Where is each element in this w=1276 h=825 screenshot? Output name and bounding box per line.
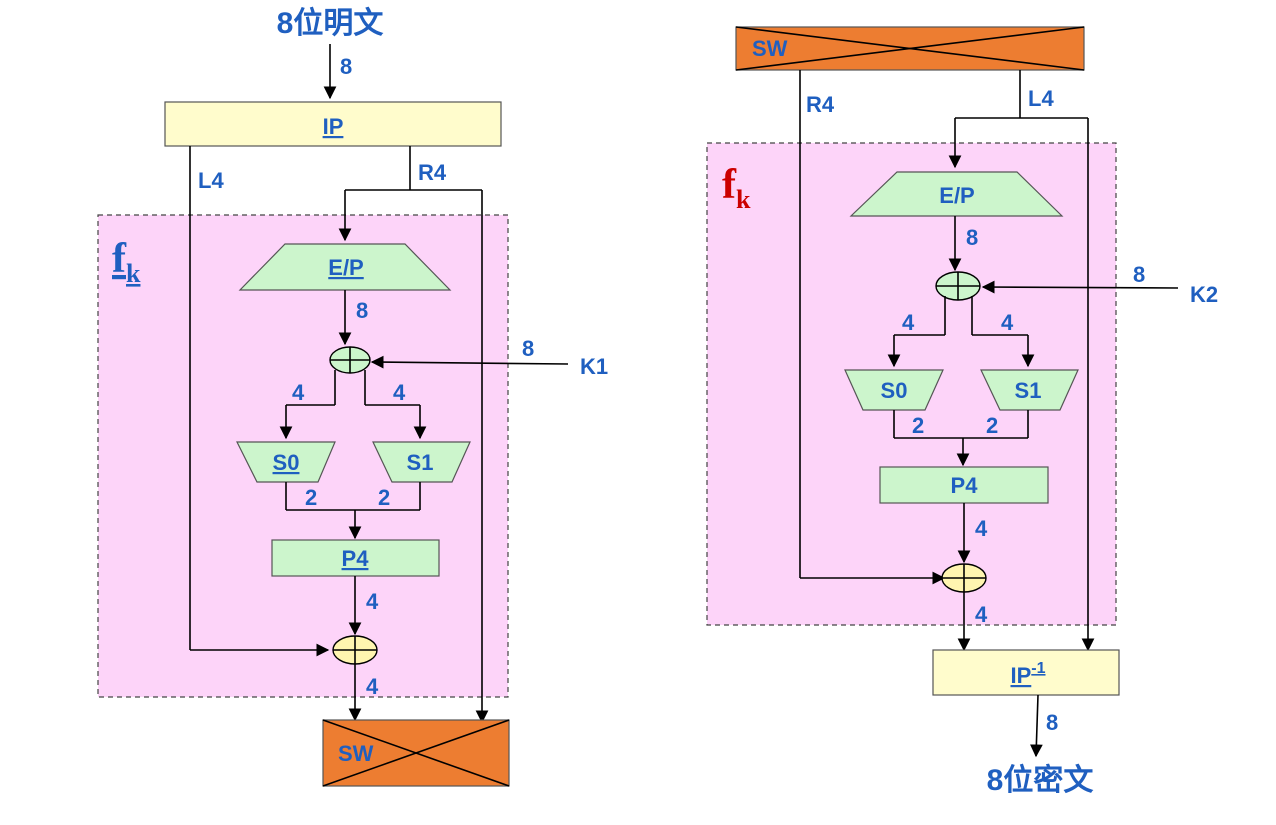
xor-key-right: [935, 271, 981, 301]
r4-label: R4: [418, 160, 447, 185]
fk-label: fk: [112, 236, 141, 288]
left-round-diagram: 8位明文 8 IP L4 R4 fk E/P 8 8 K1: [97, 6, 608, 787]
sw-box-left: [322, 719, 510, 787]
s0-box-right: [844, 369, 944, 411]
p4-box: [271, 539, 440, 577]
sw-label-right: SW: [752, 36, 788, 61]
s0-label: S0: [273, 450, 300, 475]
key-bits-label-right: 8: [1133, 262, 1145, 287]
s1-box: [372, 441, 471, 483]
fk-label-right: fk: [722, 162, 751, 214]
xor-r4-right: [941, 563, 987, 593]
l4-label-right: L4: [1028, 86, 1054, 111]
xor-out-bits-label-right: 4: [975, 602, 988, 627]
ciphertext-label: 8位密文: [987, 763, 1094, 797]
key-label-right: K2: [1190, 282, 1218, 307]
p4-label-right: P4: [951, 473, 979, 498]
xor-key-left: [329, 346, 371, 374]
xor-out-bits-label: 4: [366, 674, 379, 699]
ep-bits-label-right: 8: [966, 225, 978, 250]
xor-l4-left: [332, 635, 378, 665]
ep-box-right: [849, 171, 1064, 217]
s0-out-bits-label-right: 2: [912, 413, 924, 438]
s0-label-right: S0: [881, 378, 908, 403]
ep-label: E/P: [328, 255, 363, 280]
s1-bits-label: 4: [393, 380, 406, 405]
key-bits-label: 8: [522, 336, 534, 361]
l4-label: L4: [198, 168, 224, 193]
ip-label: IP: [323, 114, 344, 139]
s0-bits-label: 4: [292, 380, 305, 405]
s1-out-bits-label-right: 2: [986, 413, 998, 438]
right-round-diagram: SW R4 L4 fk E/P 8 8 K2 4: [706, 26, 1218, 797]
ep-bits-label: 8: [356, 298, 368, 323]
ip-box: [164, 101, 502, 147]
ep-label-right: E/P: [939, 183, 974, 208]
s0-out-bits-label: 2: [305, 485, 317, 510]
s0-bits-label-right: 4: [902, 310, 915, 335]
plaintext-label: 8位明文: [277, 6, 384, 40]
s1-bits-label-right: 4: [1001, 310, 1014, 335]
p4-label: P4: [342, 546, 370, 571]
input-bits-label: 8: [340, 54, 352, 79]
s1-label-right: S1: [1015, 378, 1042, 403]
key-label: K1: [580, 354, 608, 379]
p4-bits-label: 4: [366, 589, 379, 614]
p4-bits-label-right: 4: [975, 516, 988, 541]
s1-label: S1: [407, 450, 434, 475]
s1-out-bits-label: 2: [378, 485, 390, 510]
ip-inverse-label: IP-1: [1010, 660, 1045, 688]
ep-box: [238, 243, 452, 291]
sw-label-left: SW: [338, 741, 374, 766]
s1-box-right: [980, 369, 1079, 411]
output-bits-label: 8: [1046, 710, 1058, 735]
r4-label-right: R4: [806, 92, 835, 117]
ip-inverse-box: [932, 649, 1120, 696]
s0-box: [236, 441, 336, 483]
sw-box-right: [735, 26, 1085, 71]
